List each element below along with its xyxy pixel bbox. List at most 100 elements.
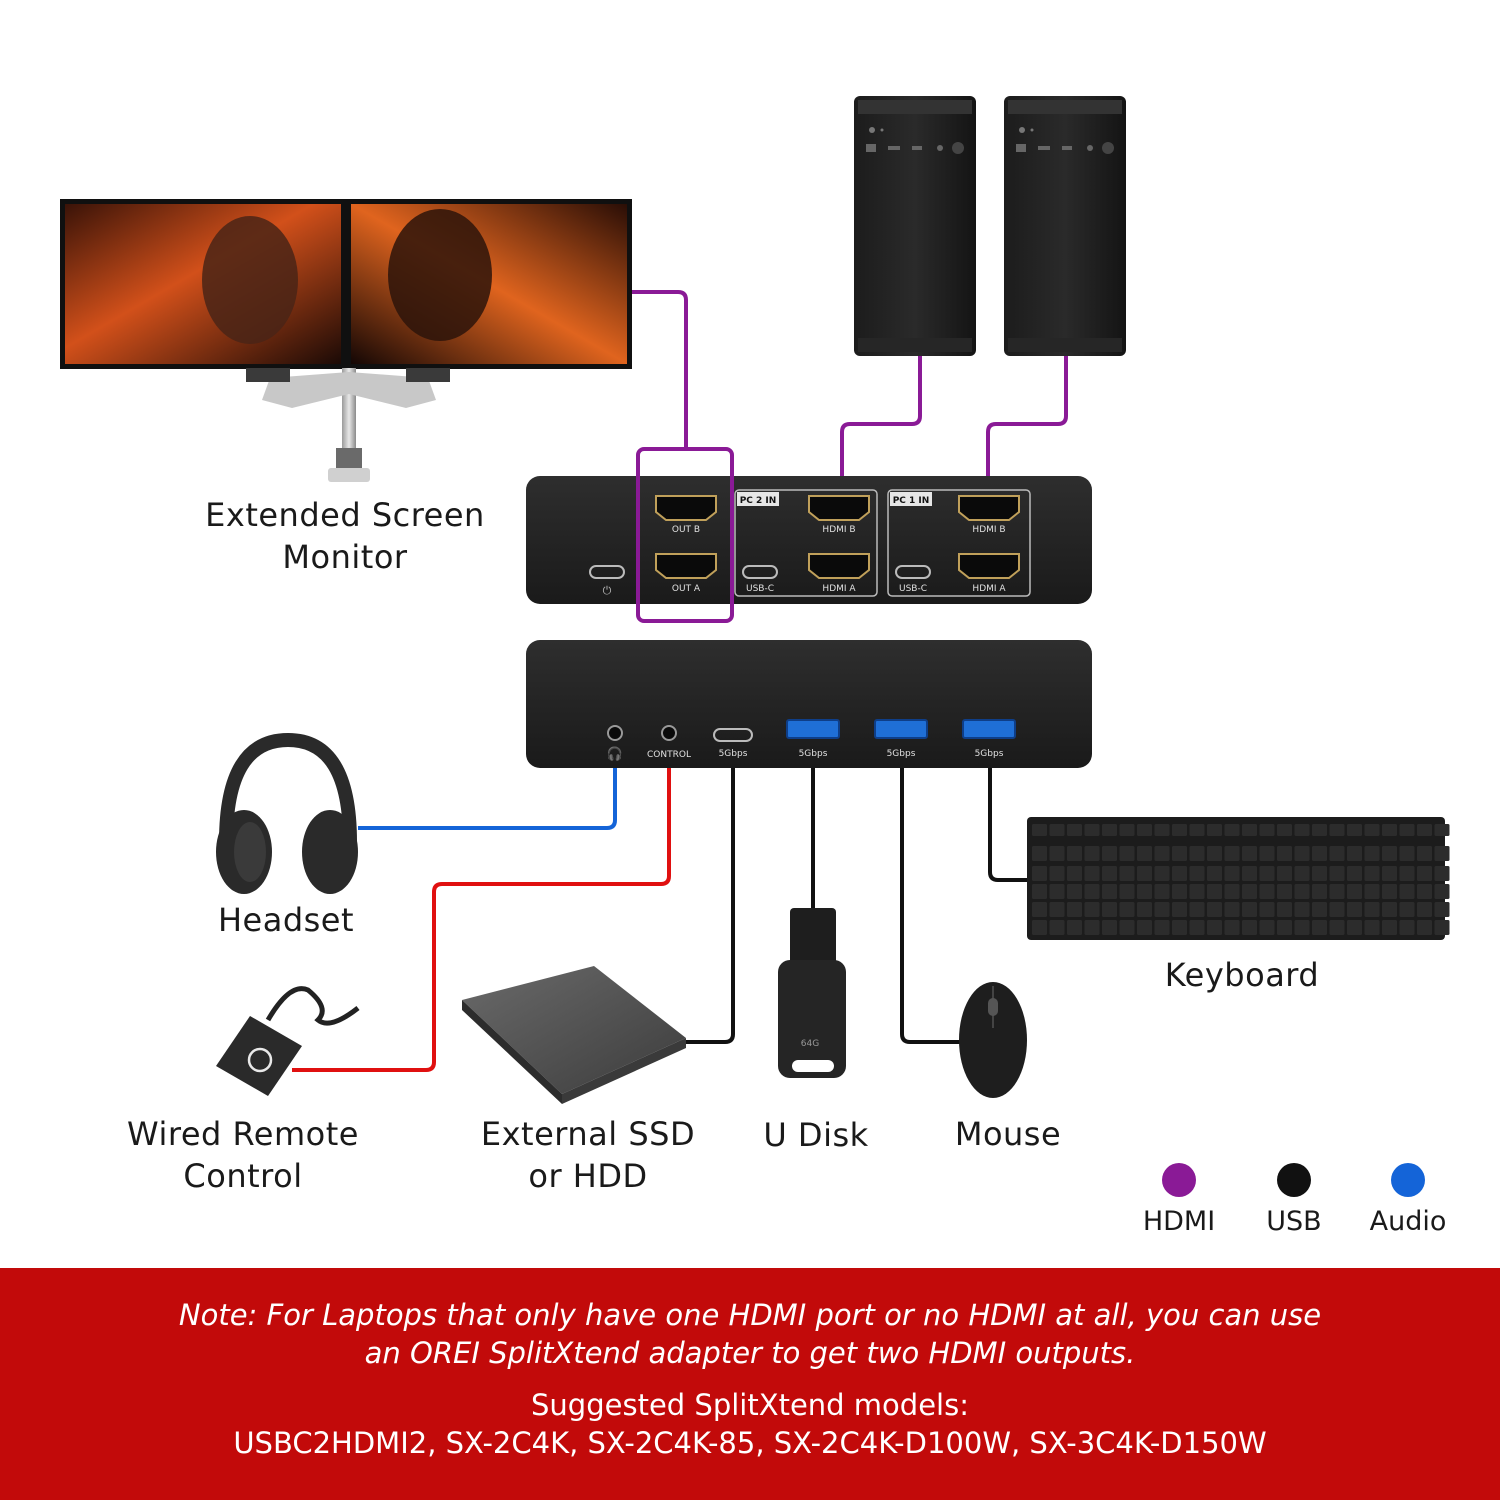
keyboard-key — [1329, 920, 1345, 935]
mouse-label: Mouse — [954, 1115, 1062, 1153]
keyboard-key — [1119, 846, 1135, 861]
keyboard-key — [1154, 846, 1170, 861]
keyboard-key — [1364, 824, 1380, 836]
keyboard-key — [1102, 824, 1117, 836]
keyboard-key — [1347, 920, 1362, 935]
power-port-icon — [589, 565, 625, 579]
kvm-front-panel: ⏻ — [526, 447, 1092, 623]
keyboard-key — [1259, 866, 1275, 881]
keyboard-key — [1032, 920, 1047, 935]
external-ssd-label: External SSD or HDD — [448, 1113, 728, 1197]
keyboard-key — [1084, 902, 1100, 917]
usb-cable-ssd — [686, 766, 735, 1044]
pc2-hdmi-a-label: HDMI A — [822, 584, 856, 594]
keyboard-key — [1259, 846, 1275, 861]
keyboard-key — [1434, 846, 1450, 861]
headset-label: Headset — [217, 901, 355, 939]
keyboard-key — [1049, 866, 1065, 881]
keyboard-key — [1032, 902, 1047, 917]
keyboard-key — [1434, 902, 1450, 917]
keyboard-key — [1084, 884, 1100, 899]
keyboard-key — [1242, 846, 1257, 861]
keyboard-key — [1417, 884, 1432, 899]
keyboard-key — [1259, 824, 1275, 836]
keyboard-key — [1417, 866, 1432, 881]
keyboard-key — [1312, 846, 1327, 861]
keyboard-key — [1102, 902, 1117, 917]
keyboard-key — [1102, 846, 1117, 861]
keyboard-key — [1399, 866, 1415, 881]
keyboard-key — [1119, 824, 1135, 836]
keyboard-key — [1049, 902, 1065, 917]
external-hdd-icon — [462, 966, 686, 1104]
keyboard-key — [1154, 920, 1170, 935]
out-a-label: OUT A — [672, 584, 701, 594]
keyboard-key — [1067, 920, 1082, 935]
keyboard-key — [1312, 824, 1327, 836]
keyboard-key — [1224, 846, 1240, 861]
legend-dot-usb — [1277, 1163, 1311, 1197]
keyboard-key — [1277, 866, 1292, 881]
note-line-3: Suggested SplitXtend models: — [531, 1388, 969, 1422]
note-line-4: USBC2HDMI2, SX-2C4K, SX-2C4K-85, SX-2C4K… — [233, 1426, 1267, 1460]
keyboard-key — [1259, 920, 1275, 935]
wired-remote-line2: Control — [183, 1157, 303, 1195]
pc2-usbc-port — [742, 565, 778, 579]
rear-usbc-port — [713, 728, 753, 742]
keyboard-key — [1154, 884, 1170, 899]
keyboard-key — [1207, 866, 1222, 881]
keyboard-key — [1067, 824, 1082, 836]
keyboard-key — [1364, 920, 1380, 935]
keyboard-key — [1434, 866, 1450, 881]
keyboard-key — [1417, 846, 1432, 861]
hdmi-cable-pc1 — [986, 356, 1068, 478]
pc2-tag: PC 2 IN — [740, 496, 777, 506]
pc1-hdmi-a-port — [958, 553, 1020, 579]
power-plug-icon: ⏻ — [603, 584, 612, 597]
hdmi-out-a-port — [655, 553, 717, 579]
keyboard-key — [1049, 846, 1065, 861]
control-jack-port — [661, 725, 677, 741]
keyboard-key — [1189, 884, 1205, 899]
audio-cable-headset — [358, 764, 617, 830]
keyboard-key — [1277, 824, 1292, 836]
external-ssd-line2: or HDD — [528, 1157, 648, 1195]
keyboard-key — [1067, 884, 1082, 899]
legend-hdmi: HDMI — [1142, 1206, 1216, 1237]
keyboard-key — [1102, 920, 1117, 935]
keyboard-key — [1189, 920, 1205, 935]
keyboard-key — [1137, 902, 1152, 917]
keyboard-key — [1294, 824, 1310, 836]
keyboard-icon — [1027, 817, 1450, 940]
keyboard-key — [1329, 846, 1345, 861]
keyboard-key — [1067, 866, 1082, 881]
keyboard-key — [1049, 884, 1065, 899]
keyboard-key — [1347, 884, 1362, 899]
pc-tower-2-icon — [854, 96, 976, 356]
keyboard-key — [1347, 866, 1362, 881]
hdmi-cable-monitor — [630, 290, 688, 450]
legend-dot-audio — [1391, 1163, 1425, 1197]
keyboard-key — [1032, 866, 1047, 881]
keyboard-key — [1119, 902, 1135, 917]
keyboard-key — [1294, 866, 1310, 881]
keyboard-key — [1417, 824, 1432, 836]
keyboard-key — [1399, 920, 1415, 935]
usb2-speed-label: 5Gbps — [887, 749, 916, 759]
keyboard-key — [1172, 824, 1187, 836]
wired-remote-line1: Wired Remote — [127, 1115, 359, 1153]
keyboard-key — [1399, 846, 1415, 861]
keyboard-key — [1242, 920, 1257, 935]
keyboard-key — [1172, 902, 1187, 917]
kvm-rear-panel: 🎧 — [526, 640, 1092, 768]
external-ssd-line1: External SSD — [480, 1115, 696, 1153]
keyboard-key — [1049, 920, 1065, 935]
pc1-hdmi-b-label: HDMI B — [972, 525, 1005, 535]
keyboard-key — [1084, 866, 1100, 881]
keyboard-key — [1364, 866, 1380, 881]
pc2-hdmi-b-label: HDMI B — [822, 525, 855, 535]
keyboard-key — [1119, 920, 1135, 935]
keyboard-key — [1224, 824, 1240, 836]
keyboard-key — [1277, 902, 1292, 917]
pc2-hdmi-a-port — [808, 553, 870, 579]
